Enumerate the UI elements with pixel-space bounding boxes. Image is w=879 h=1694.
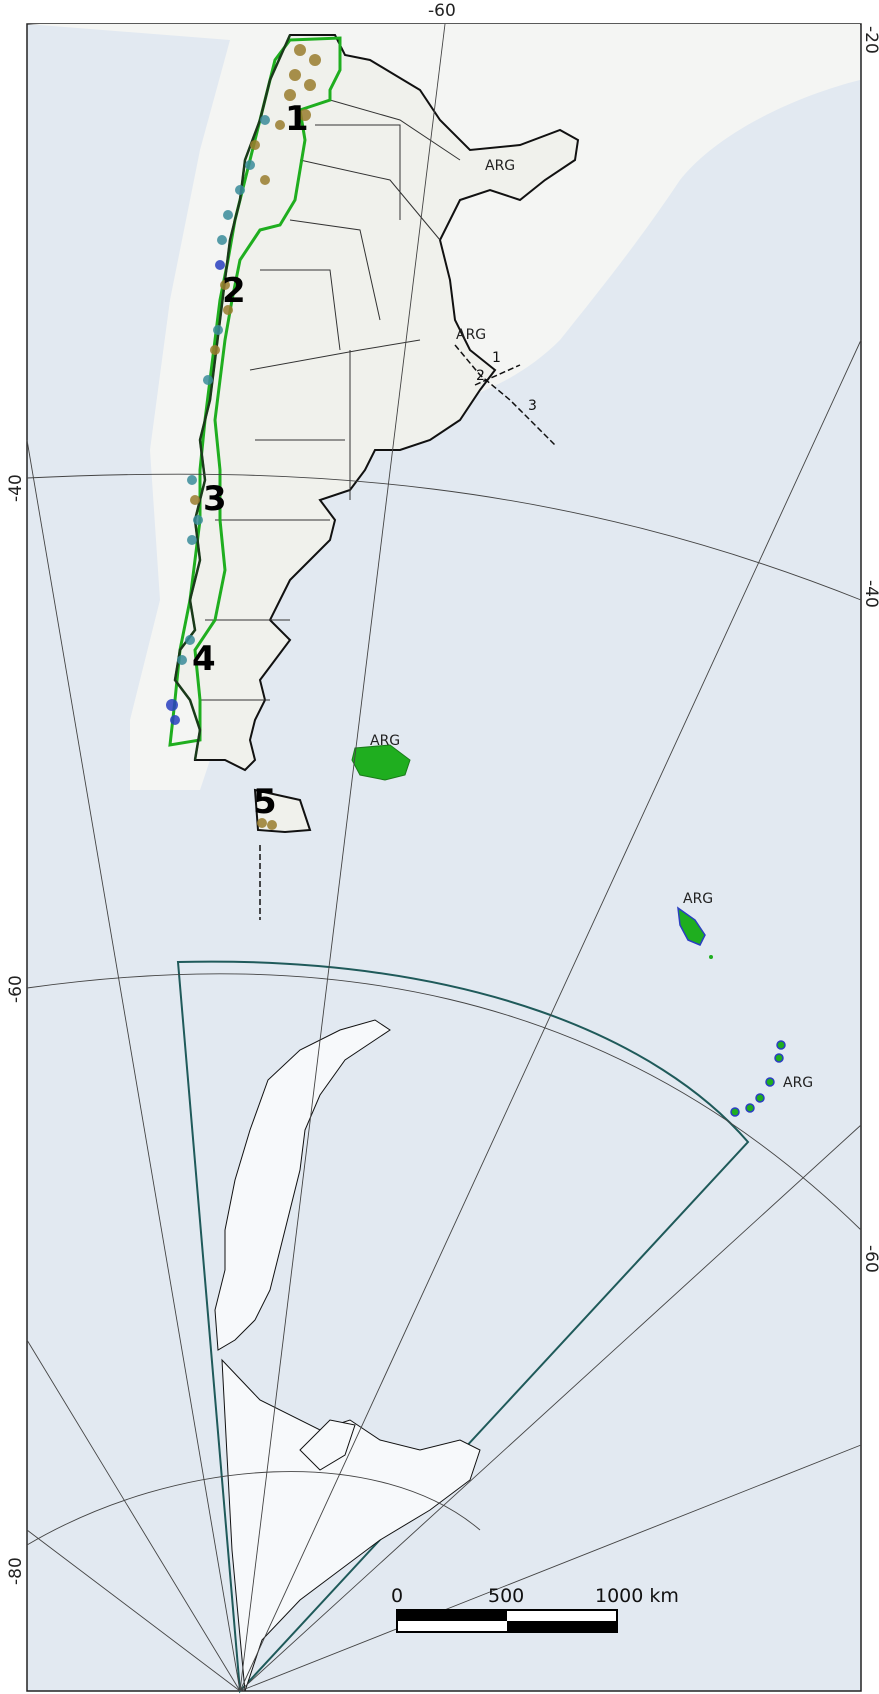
left-label-60: -60 [6,975,26,1003]
south-georgia [677,906,706,946]
right-label-20: -20 [861,26,879,54]
arg-label-malvinas: ARG [370,733,400,749]
scale-label-0: 0 [391,1585,403,1607]
arg-label-plata: ARG [456,327,486,343]
boundary-num-1: 1 [492,350,501,366]
malvinas-islands [351,744,411,781]
boundary-num-3: 3 [528,398,537,414]
scale-label-500: 500 [488,1585,524,1607]
antarctic-peninsula [214,1019,391,1351]
arg-label-georgias: ARG [683,891,713,907]
province-boundaries [200,99,461,701]
left-label-40: -40 [6,474,26,502]
south-georgia-islet [709,955,713,959]
graticule [26,23,862,1692]
region-4-label: 4 [192,639,216,679]
region-3-label: 3 [203,479,227,519]
right-label-60: -60 [861,1245,879,1273]
scale-bar: 0 500 1000 km [391,1585,679,1633]
right-label-40: -40 [861,580,879,608]
top-lon-label: -60 [428,1,456,21]
south-sandwich-islands [730,1040,786,1117]
antarctic-sector [176,960,750,1694]
scale-label-1000: 1000 km [595,1585,679,1607]
sample-points-south [166,475,277,830]
sample-points-central [203,210,233,385]
arg-label-north: ARG [485,158,515,174]
region-1-label: 1 [285,99,309,139]
sample-points-north [235,44,321,195]
region-5-label: 5 [253,782,277,822]
weddell-ice [299,1419,356,1471]
maritime-boundary [259,344,556,920]
arg-label-sandwich: ARG [783,1075,813,1091]
boundary-num-2: 2 [476,368,485,384]
region-2-label: 2 [222,271,246,311]
international-border [173,34,292,761]
left-label-80: -80 [6,1557,26,1585]
